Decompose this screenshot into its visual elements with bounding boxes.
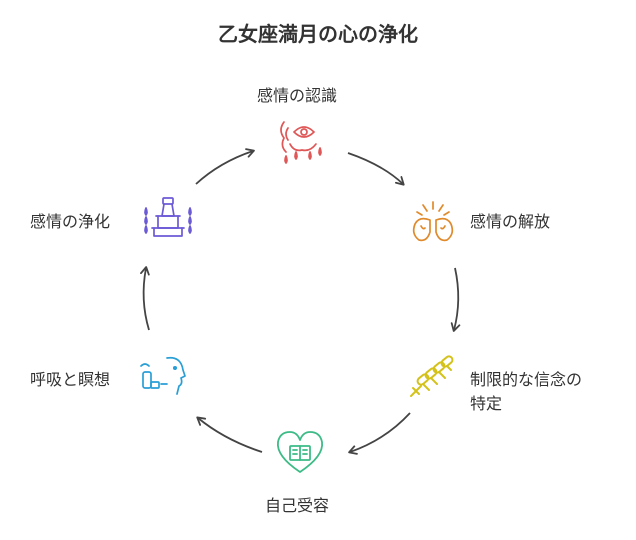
fountain-icon (144, 197, 192, 237)
node-label-limiting-beliefs: 制限的な信念の 特定 (470, 368, 582, 416)
node-label-breathing-meditation: 呼吸と瞑想 (30, 370, 111, 389)
node-label-emotion-purification: 感情の浄化 (30, 212, 111, 231)
node-label-emotion-recognition: 感情の認識 (257, 86, 338, 105)
arrow-recognition-to-release (347, 152, 405, 186)
node-label-emotion-release: 感情の解放 (470, 212, 551, 231)
arrow-acceptance-to-breathing (196, 416, 263, 453)
arrow-beliefs-to-acceptance (348, 412, 411, 455)
inhaler-face-icon (140, 356, 186, 395)
node-label-limiting-beliefs-line1: 制限的な信念の (470, 370, 583, 389)
arrow-release-to-beliefs (450, 267, 461, 332)
diagram-title: 乙女座満月の心の浄化 (218, 22, 418, 46)
heart-book-icon (277, 431, 323, 473)
eye-with-tears-icon (280, 121, 322, 164)
node-label-limiting-beliefs-line2: 特定 (470, 394, 503, 413)
arrow-breathing-to-purification (140, 266, 150, 331)
arrow-purification-to-recognition (195, 148, 255, 185)
chain-icon (410, 355, 454, 397)
node-label-self-acceptance: 自己受容 (265, 496, 330, 515)
open-hands-light-icon (412, 201, 454, 242)
